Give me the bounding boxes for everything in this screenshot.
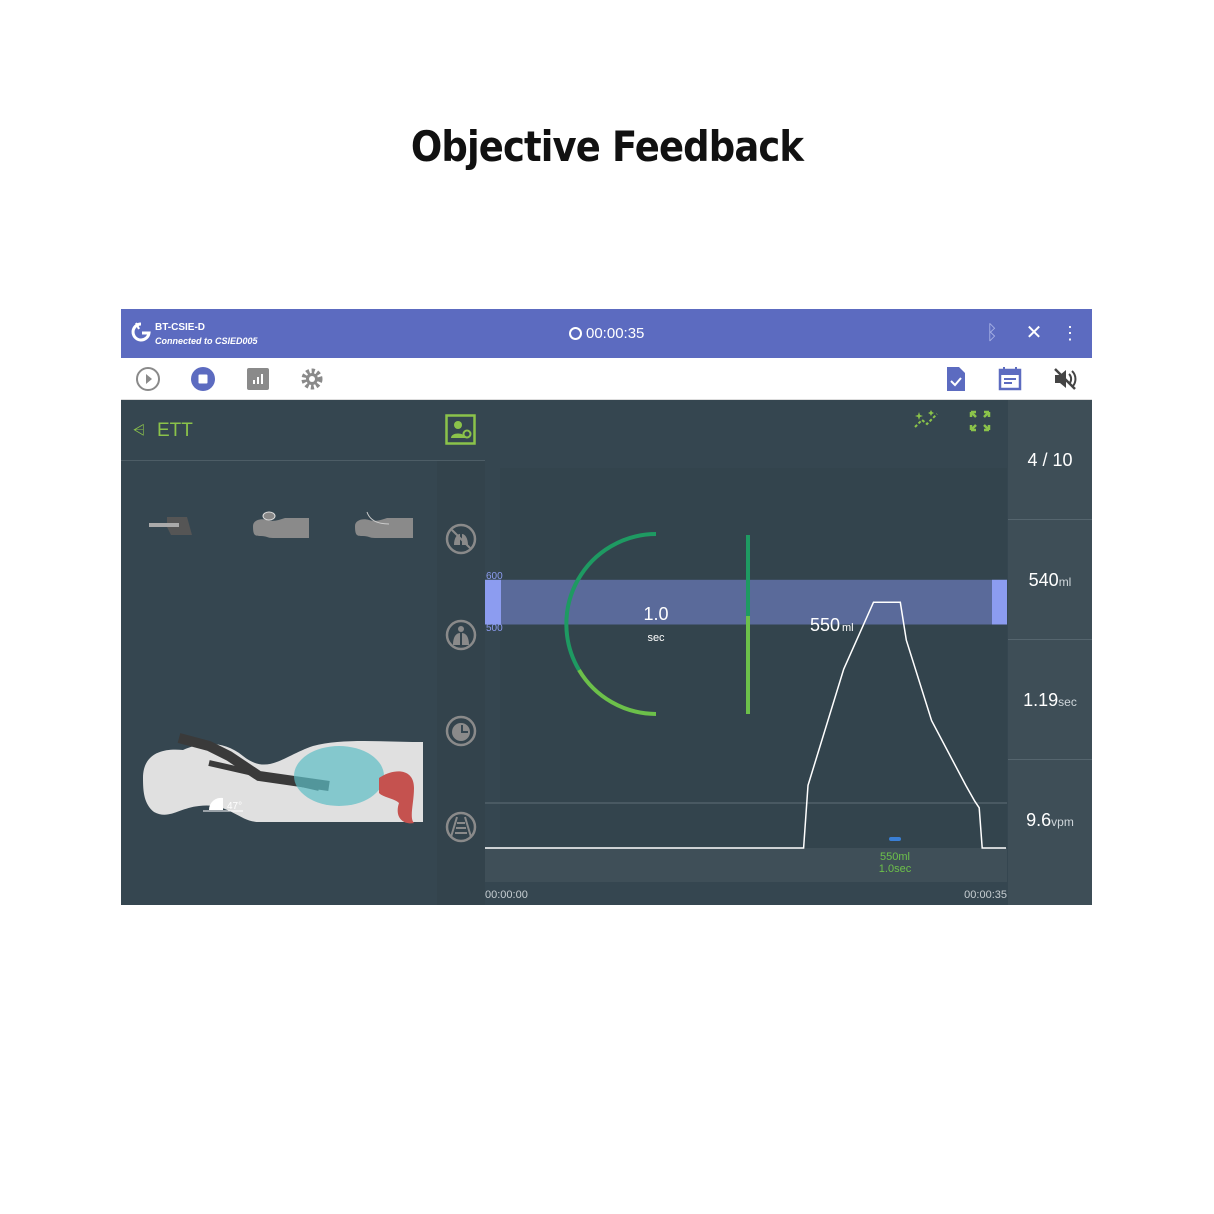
more-vert-icon[interactable]: ⋮ [1061, 323, 1079, 343]
clock-icon [569, 327, 582, 340]
band-edge-left [485, 579, 501, 625]
rate-unit: vpm [1051, 815, 1074, 829]
band-lower-label: 500 [486, 623, 503, 634]
peak-volume-value: 550 [810, 615, 840, 635]
breath-count-value: 4 / 10 [1027, 450, 1073, 470]
calendar-icon[interactable] [997, 366, 1023, 392]
marker-volume: 550ml [880, 851, 910, 863]
peak-volume-unit: ml [842, 622, 854, 634]
device-name: BT-CSIE-D [155, 322, 205, 333]
lungs-off-icon[interactable] [445, 523, 477, 555]
volume-waveform [485, 601, 1006, 849]
settings-icon[interactable] [299, 366, 325, 392]
mode-header: ⩤ ETT [121, 400, 485, 461]
patient-anatomy-illustration: 47° [143, 733, 423, 824]
volume-unit: ml [1058, 575, 1072, 589]
view-face-thumbnail[interactable] [149, 512, 199, 540]
timer-text: 00:00:35 [586, 325, 645, 342]
patient-settings-icon[interactable] [445, 414, 476, 445]
airway-icon[interactable] [445, 811, 477, 843]
stat-rate: 9.6vpm [1008, 760, 1092, 880]
stat-volume: 540ml [1008, 520, 1092, 640]
stomach-timer-icon[interactable] [445, 715, 477, 747]
report-chart-icon[interactable] [245, 366, 271, 392]
toolbar [121, 358, 1092, 400]
stats-panel: 4 / 10 540ml 1.19sec 9.6vpm [1008, 400, 1092, 905]
gauge-unit: sec [647, 632, 665, 644]
time-unit: sec [1058, 695, 1077, 709]
play-icon[interactable] [135, 366, 161, 392]
feedback-icon-column [437, 461, 485, 905]
stop-icon[interactable] [190, 366, 216, 392]
mode-label: ETT [157, 420, 193, 441]
bluetooth-icon[interactable]: ᛒ [986, 322, 998, 344]
time-start-label: 00:00:00 [485, 889, 528, 901]
page-title: Objective Feedback [410, 122, 804, 171]
ventilation-chart: 600 500 1.0 sec 550 ml 550ml 1.0sec 00:0… [485, 400, 1008, 905]
logo-icon [131, 322, 151, 342]
fullscreen-icon[interactable] [969, 410, 991, 432]
time-value: 1.19 [1023, 690, 1059, 710]
view-bvm-thumbnail[interactable] [249, 508, 311, 540]
band-upper-label: 600 [486, 571, 503, 582]
stat-time: 1.19sec [1008, 640, 1092, 760]
app-header: BT-CSIE-D Connected to CSIED005 00:00:35… [121, 309, 1092, 358]
document-check-icon[interactable] [943, 366, 969, 392]
rate-value: 9.6 [1026, 810, 1052, 830]
band-edge-right [992, 579, 1007, 625]
breath-marker-icon [889, 837, 901, 841]
time-end-label: 00:00:35 [964, 889, 1007, 901]
view-ett-thumbnail[interactable] [353, 508, 415, 540]
plot-area [500, 468, 1007, 848]
gauge-value: 1.0 [643, 604, 668, 624]
gauge-arc-dark [564, 532, 657, 672]
gauge-arc-light [577, 668, 657, 716]
app-window: BT-CSIE-D Connected to CSIED005 00:00:35… [121, 309, 1092, 905]
sound-off-icon[interactable] [1052, 366, 1078, 392]
volume-value: 540 [1028, 570, 1059, 590]
left-panel: ⩤ ETT 47° [121, 400, 485, 905]
trend-icon[interactable] [913, 409, 939, 431]
marker-strip [485, 848, 1007, 882]
session-timer: 00:00:35 [569, 325, 644, 342]
connection-status: Connected to CSIED005 [155, 336, 258, 346]
ett-tube-icon: ⩤ [133, 422, 146, 439]
breath-count: 4 / 10 [1008, 400, 1092, 520]
marker-time: 1.0sec [879, 863, 912, 875]
incline-angle: 47° [227, 801, 242, 812]
close-icon[interactable]: ✕ [1025, 322, 1043, 344]
chest-icon[interactable] [445, 619, 477, 651]
waveform-plot: 600 500 1.0 sec 550 ml 550ml 1.0sec 00:0… [485, 468, 1007, 901]
